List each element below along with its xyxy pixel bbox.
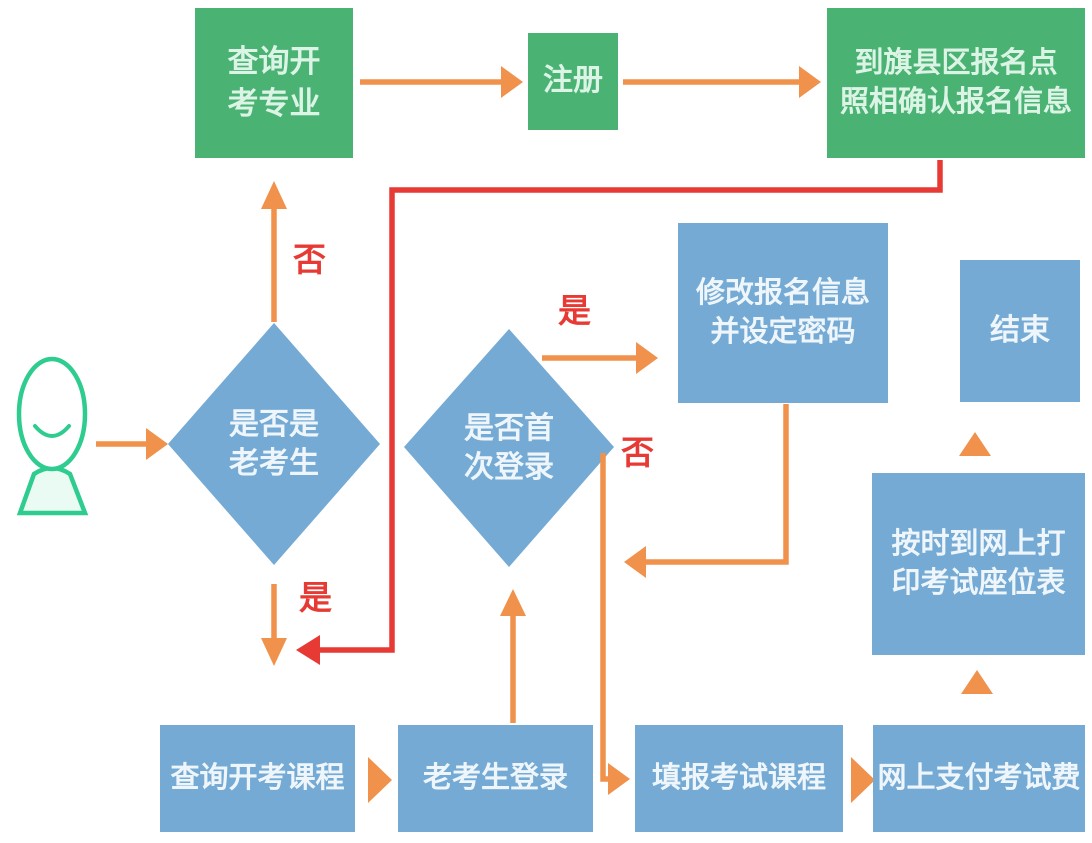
edge-old-login-up-to-first-login — [500, 589, 526, 723]
node-modify-info-line2: 并设定密码 — [710, 316, 856, 348]
diamond-first-login-text: 是否首 次登录 — [399, 409, 619, 487]
node-print-seat-line1: 按时到网上打 — [891, 527, 1066, 560]
node-modify-info: 修改报名信息 并设定密码 — [678, 223, 888, 403]
edge-first-login-no-to-fill-courses — [600, 453, 630, 795]
diamond-old-examinee-text: 是否是 老考生 — [164, 405, 384, 483]
diamond-first-login — [404, 329, 614, 567]
node-query-courses: 查询开考课程 — [160, 725, 355, 832]
node-confirm-site-line1: 到旗县区报名点 — [854, 46, 1058, 79]
edge-query-courses-to-old-login-arrow — [368, 757, 392, 803]
diamond-old-examinee — [168, 323, 380, 565]
node-register-label: 注册 — [543, 64, 603, 98]
edge-label-first-login-yes: 是 — [558, 292, 591, 329]
node-old-login-label: 老考生登录 — [422, 761, 568, 794]
applicant-head — [16, 356, 88, 472]
edge-person-to-old-examinee — [96, 428, 168, 460]
applicant-icon — [16, 356, 89, 516]
node-pay-fee: 网上支付考试费 — [873, 725, 1085, 832]
node-fill-courses-label: 填报考试课程 — [651, 761, 826, 794]
edge-register-to-confirm — [623, 66, 821, 98]
edge-old-examinee-no-up — [261, 181, 287, 322]
edge-print-up-to-end-arrow — [959, 432, 991, 456]
node-query-majors-line1: 查询开 — [227, 44, 321, 80]
node-print-seat: 按时到网上打 印考试座位表 — [872, 473, 1085, 655]
applicant-smile — [33, 424, 71, 438]
node-print-seat-line2: 印考试座位表 — [891, 567, 1066, 599]
node-register: 注册 — [528, 33, 618, 130]
node-confirm-site-line2: 照相确认报名信息 — [839, 86, 1072, 118]
node-query-courses-label: 查询开考课程 — [170, 761, 345, 794]
diamond-old-examinee-line2: 老考生 — [229, 447, 319, 480]
edge-pay-up-to-print-arrow — [961, 670, 993, 694]
edge-first-login-yes-to-modify — [542, 342, 658, 374]
node-modify-info-line1: 修改报名信息 — [695, 276, 870, 309]
node-query-majors-line2: 考专业 — [227, 86, 321, 121]
node-confirm-site: 到旗县区报名点 照相确认报名信息 — [827, 8, 1085, 158]
node-pay-fee-label: 网上支付考试费 — [877, 761, 1081, 794]
edge-label-old-examinee-yes: 是 — [299, 579, 332, 616]
edge-fill-courses-to-pay-arrow — [851, 757, 875, 803]
edge-query-majors-to-register — [360, 66, 523, 98]
diamond-first-login-line1: 是否首 — [464, 412, 554, 445]
edge-modify-feedback-to-no-line — [624, 404, 789, 578]
node-fill-courses: 填报考试课程 — [635, 725, 843, 832]
diamond-first-login-line2: 次登录 — [464, 451, 554, 484]
edge-label-old-examinee-no: 否 — [293, 241, 326, 278]
edge-confirm-feedback-red — [296, 160, 943, 665]
applicant-body — [16, 465, 89, 516]
diamond-old-examinee-line1: 是否是 — [229, 408, 319, 441]
node-query-majors: 查询开 考专业 — [195, 8, 353, 158]
node-end-label: 结束 — [990, 313, 1050, 347]
edge-old-examinee-yes-down — [261, 584, 287, 666]
node-old-login: 老考生登录 — [398, 725, 593, 832]
node-end: 结束 — [960, 260, 1080, 402]
edge-label-first-login-no: 否 — [621, 434, 654, 471]
